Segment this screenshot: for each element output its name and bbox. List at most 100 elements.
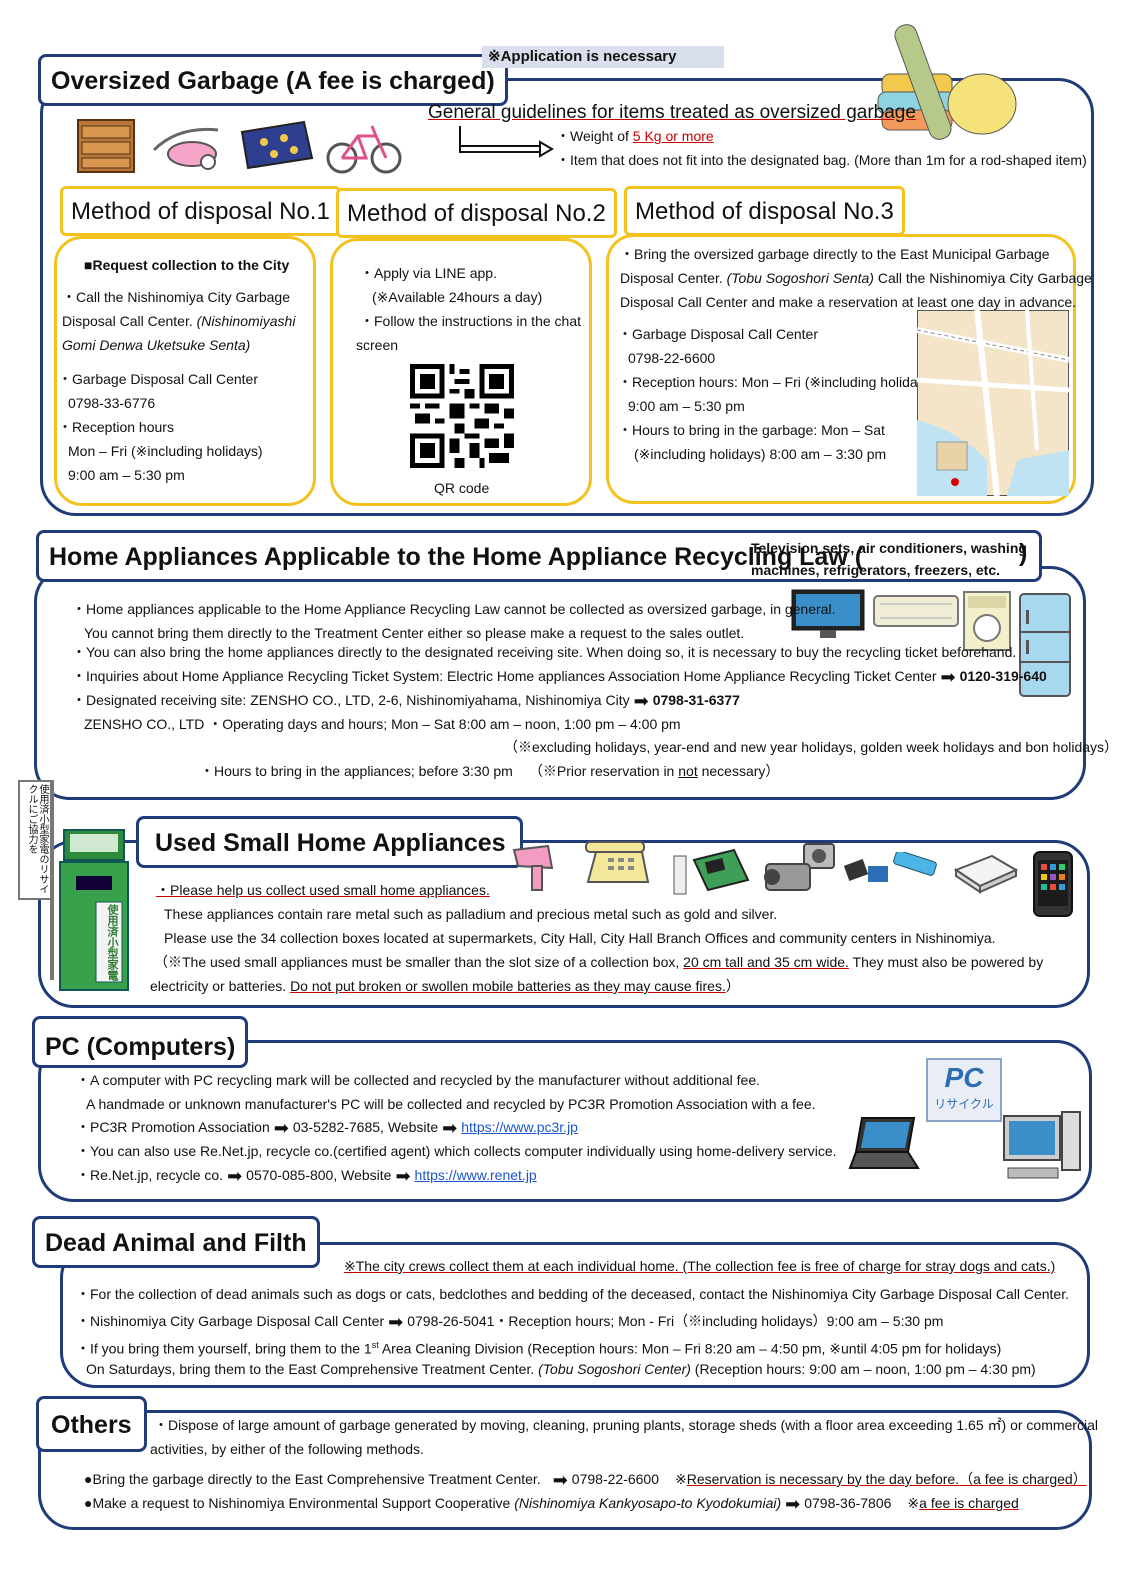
- small-line2: These appliances contain rare metal such…: [164, 906, 778, 922]
- method1-line1: ・Call the Nishinomiya City Garbage: [62, 289, 290, 305]
- method2-title: Method of disposal No.2: [336, 188, 617, 238]
- banner-pole: [50, 780, 54, 980]
- arrow-icon: ➡: [227, 1166, 243, 1187]
- small-appliances-title: Used Small Home Appliances: [136, 816, 523, 868]
- method3-reception: ・Reception hours: Mon – Fri (※including …: [618, 374, 937, 390]
- laptop-icon: [848, 1117, 920, 1169]
- method3-line1: ・Bring the oversized garbage directly to…: [620, 246, 1050, 262]
- pc-line5: ・Re.Net.jp, recycle co.➡0570-085-800, We…: [76, 1166, 537, 1187]
- pc-line3: ・PC3R Promotion Association➡03-5282-7685…: [76, 1118, 578, 1139]
- pc-line4: ・You can also use Re.Net.jp, recycle co.…: [76, 1143, 837, 1159]
- arrow-icon: ➡: [442, 1118, 458, 1139]
- guideline-weight: ・Weight of 5 Kg or more: [556, 128, 714, 144]
- dead-line3: ・If you bring them yourself, bring them …: [76, 1340, 1002, 1357]
- pc3r-link[interactable]: https://www.pc3r.jp: [461, 1119, 578, 1135]
- telephone-icon: [585, 841, 650, 883]
- method1-reception: ・Reception hours: [58, 419, 174, 435]
- qr-code-icon[interactable]: [410, 364, 514, 468]
- television-icon: [791, 589, 865, 638]
- appliances-line5: ・Designated receiving site: ZENSHO CO., …: [72, 691, 740, 712]
- others-line3: ●Bring the garbage directly to the East …: [84, 1470, 1087, 1491]
- refrigerator-icon: [1019, 593, 1071, 697]
- oversized-title: Oversized Garbage (A fee is charged): [38, 54, 508, 106]
- dead-animal-title: Dead Animal and Filth: [32, 1216, 320, 1268]
- method3-bring-in-hours: (※including holidays) 8:00 am – 3:30 pm: [634, 446, 887, 462]
- location-map[interactable]: [917, 310, 1069, 496]
- small-line1: ・Please help us collect used small home …: [156, 882, 490, 898]
- pc-recycle-mark: PC リサイクル: [926, 1058, 1002, 1122]
- others-line2: activities, by either of the following m…: [150, 1441, 424, 1457]
- method1-line2: Disposal Call Center. (Nishinomiyashi: [62, 313, 296, 329]
- collection-box-label: 使用済小型家電: [106, 904, 118, 981]
- dead-line4: On Saturdays, bring them to the East Com…: [86, 1361, 1036, 1377]
- method1-call-center: ・Garbage Disposal Call Center: [58, 371, 258, 387]
- method3-bring-in: ・Hours to bring in the garbage: Mon – Sa…: [618, 422, 885, 438]
- recycling-banner: 使用済小型家電のリサイクルにご協力を: [18, 780, 52, 900]
- method1-phone: 0798-33-6776: [68, 395, 156, 411]
- appliances-title: Home Appliances Applicable to the Home A…: [36, 530, 1042, 582]
- method2-line2: (※Available 24hours a day): [372, 289, 543, 305]
- method1-line3: Gomi Denwa Uketsuke Senta): [62, 337, 251, 353]
- guideline-arrow-icon: [459, 126, 554, 158]
- vacuum-cleaner-icon: [152, 127, 219, 170]
- method2-line4: screen: [356, 337, 399, 353]
- others-frame: [38, 1410, 1092, 1530]
- renet-link[interactable]: https://www.renet.jp: [414, 1167, 537, 1183]
- others-line4: ●Make a request to Nishinomiya Environme…: [84, 1494, 1019, 1515]
- dead-animal-note: ※The city crews collect them at each ind…: [344, 1258, 1056, 1274]
- pc-mark-bottom: リサイクル: [934, 1097, 994, 1111]
- bicycle-icon: [326, 125, 402, 174]
- method1-title: Method of disposal No.1: [60, 186, 341, 236]
- method1-hours: 9:00 am – 5:30 pm: [68, 467, 185, 483]
- washing-machine-icon: [963, 591, 1011, 651]
- battery-charger-icon: [953, 854, 1019, 894]
- pc-line1: ・A computer with PC recycling mark will …: [76, 1072, 760, 1088]
- method1-heading: ■Request collection to the City: [84, 257, 290, 273]
- arrow-icon: ➡: [388, 1312, 404, 1333]
- hair-dryer-icon: [512, 844, 554, 891]
- qr-code-label: QR code: [434, 480, 490, 496]
- memory-card-icon: [844, 852, 937, 882]
- chest-of-drawers-icon: [77, 119, 135, 173]
- dead-line1: ・For the collection of dead animals such…: [76, 1286, 1070, 1302]
- game-console-icon: [673, 848, 750, 895]
- application-note: ※Application is necessary: [482, 46, 724, 68]
- method3-line3: Disposal Call Center and make a reservat…: [620, 294, 1077, 310]
- method1-days: Mon – Fri (※including holidays): [68, 443, 263, 459]
- method2-line3: ・Follow the instructions in the chat: [360, 313, 581, 329]
- smartphone-icon: [1033, 851, 1073, 917]
- bedding-illustration: [877, 24, 1017, 140]
- method2-line1: ・Apply via LINE app.: [360, 265, 497, 281]
- dead-line2: ・Nishinomiya City Garbage Disposal Call …: [76, 1312, 944, 1333]
- pc-mark-top: PC: [944, 1062, 984, 1093]
- guideline-size: ・Item that does not fit into the designa…: [556, 152, 1087, 168]
- method3-phone: 0798-22-6600: [628, 350, 716, 366]
- pc-title: PC (Computers): [32, 1016, 249, 1068]
- desktop-computer-icon: [1003, 1111, 1081, 1179]
- others-title: Others: [36, 1396, 147, 1452]
- guidelines-title: General guidelines for items treated as …: [428, 102, 916, 123]
- air-conditioner-icon: [873, 595, 959, 627]
- method3-title: Method of disposal No.3: [624, 186, 905, 236]
- arrow-icon: ➡: [633, 691, 649, 712]
- method3-call-center: ・Garbage Disposal Call Center: [618, 326, 818, 342]
- appliances-line8: ・Hours to bring in the appliances; befor…: [200, 763, 780, 779]
- appliances-line6: ZENSHO CO., LTD ・Operating days and hour…: [84, 716, 681, 732]
- arrow-icon: ➡: [785, 1494, 801, 1515]
- video-camera-icon: [764, 843, 835, 891]
- method3-hours: 9:00 am – 5:30 pm: [628, 398, 745, 414]
- appliances-line7: （※excluding holidays, year-end and new y…: [504, 739, 1119, 755]
- appliances-line2: You cannot bring them directly to the Tr…: [84, 625, 745, 641]
- arrow-icon: ➡: [552, 1470, 568, 1491]
- appliances-line1: ・Home appliances applicable to the Home …: [72, 601, 836, 617]
- collection-box-icon: [59, 829, 129, 991]
- appliances-line3: ・You can also bring the home appliances …: [72, 644, 1017, 660]
- arrow-icon: ➡: [940, 667, 956, 688]
- appliances-line4: ・Inquiries about Home Appliance Recyclin…: [72, 667, 1047, 688]
- method1-box: [54, 236, 316, 506]
- small-line5: electricity or batteries. Do not put bro…: [150, 978, 740, 994]
- others-line1: ・Dispose of large amount of garbage gene…: [154, 1417, 1098, 1433]
- small-line4: （※The used small appliances must be smal…: [154, 954, 1044, 970]
- small-line3: Please use the 34 collection boxes locat…: [164, 930, 996, 946]
- futon-icon: [240, 120, 314, 170]
